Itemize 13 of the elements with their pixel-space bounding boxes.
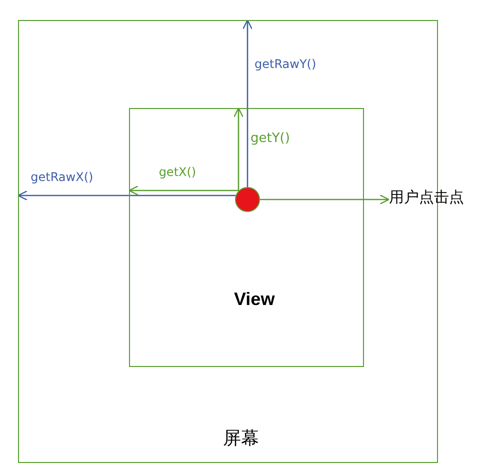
edge-label: getRawX() [30, 170, 94, 184]
view-label: View [234, 289, 275, 310]
arrow [18, 190, 236, 201]
edge-label: getX() [158, 164, 196, 178]
view-frame [129, 108, 364, 367]
arrow [242, 20, 253, 187]
arrow [233, 108, 244, 191]
edge-label: getY() [250, 130, 290, 146]
touch-point-dot [235, 187, 260, 212]
screen-label: 屏幕 [223, 427, 259, 450]
arrow [260, 194, 390, 205]
edge-label: getRawY() [254, 57, 316, 71]
arrow [128, 185, 239, 196]
